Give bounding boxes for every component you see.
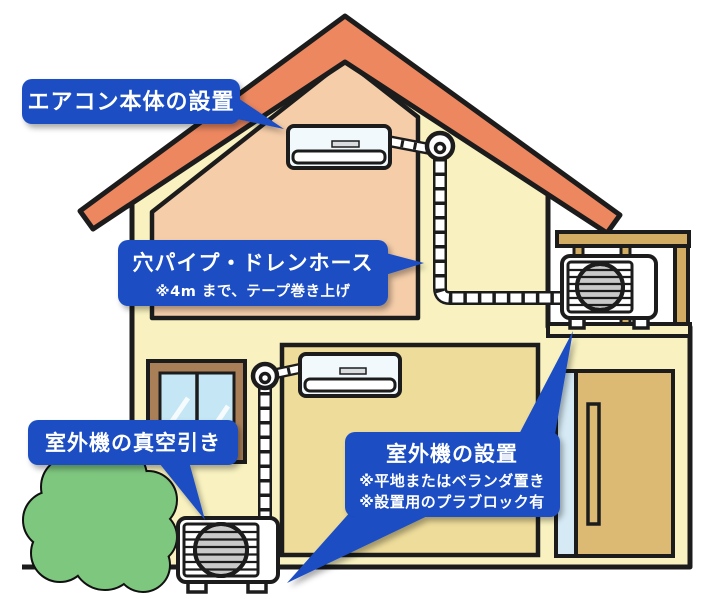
drain-hose-upper (386, 135, 569, 305)
roof (77, 13, 623, 236)
callout-outdoor-install-note2: ※設置用のプラブロック有 (359, 493, 545, 511)
tree (22, 443, 178, 593)
balcony-rail (555, 230, 691, 248)
callout-vacuum-label: 室外機の真空引き (45, 431, 221, 455)
callout-pointer (155, 458, 205, 520)
callout-pointer (382, 252, 424, 276)
callout-indoor-install: エアコン本体の設置 (22, 79, 284, 129)
door (554, 369, 675, 558)
callout-pointer-down (287, 510, 440, 583)
wall-hole-lower (250, 361, 280, 391)
indoor-ac-unit-upper (286, 124, 392, 170)
callout-indoor-install-label: エアコン本体の設置 (27, 89, 234, 115)
door-handle (586, 402, 601, 526)
callout-vacuum: 室外機の真空引き (28, 420, 238, 520)
outdoor-unit-balcony (560, 254, 658, 330)
balcony-post-right (673, 244, 690, 332)
callout-pipe-hose-note: ※4m まで、テープ巻き上げ (156, 282, 351, 300)
callout-pointer-up (516, 331, 573, 440)
indoor-ac-unit-lower (298, 352, 402, 398)
callout-outdoor-install-label: 室外機の設置 (386, 442, 518, 466)
callout-pointer (232, 94, 284, 129)
wall-hole-upper (424, 130, 456, 162)
callout-pipe-hose-label: 穴パイプ・ドレンホース (133, 251, 374, 275)
callout-outdoor-install-note1: ※平地またはベランダ置き (359, 472, 545, 490)
callout-outdoor-install: 室外機の設置 ※平地またはベランダ置き ※設置用のプラブロック有 (287, 331, 573, 583)
window (146, 359, 247, 464)
callout-pipe-hose: 穴パイプ・ドレンホース ※4m まで、テープ巻き上げ (118, 240, 424, 306)
outdoor-unit-ground (176, 516, 280, 594)
